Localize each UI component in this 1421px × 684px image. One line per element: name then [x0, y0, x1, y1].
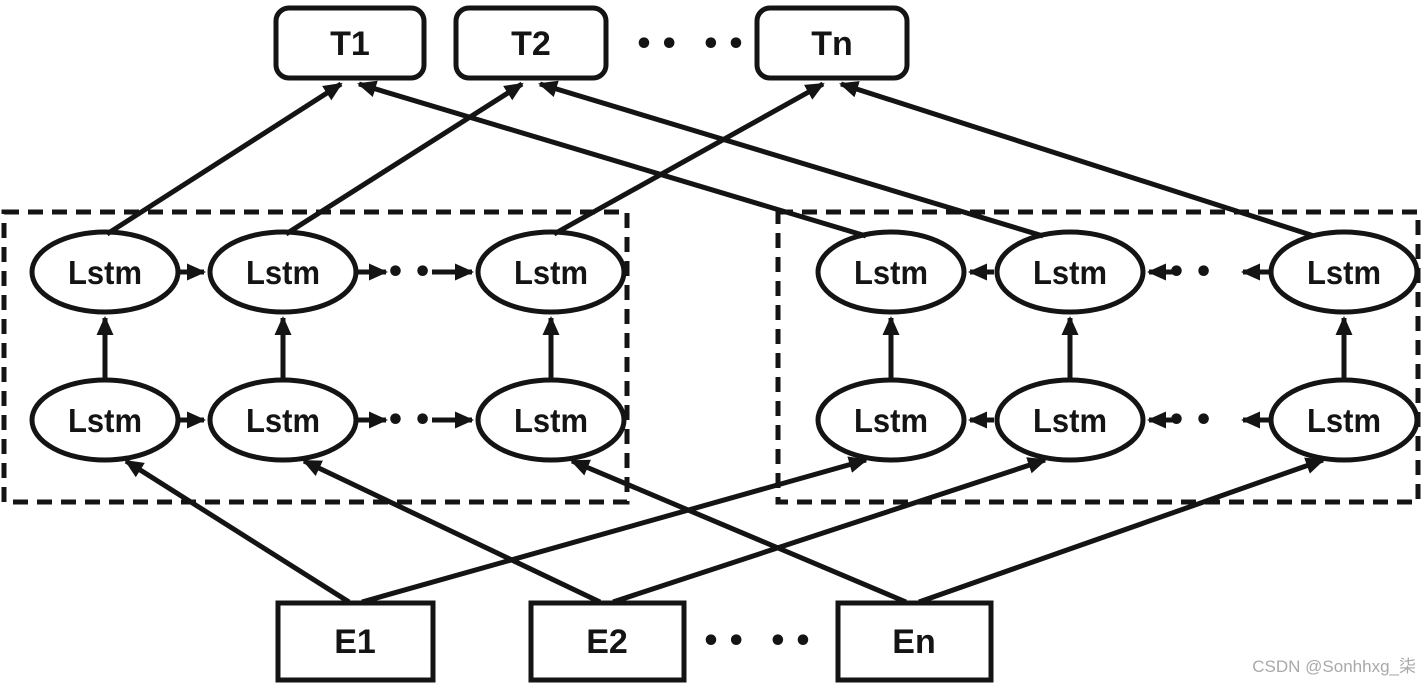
output-connections	[105, 80, 1315, 239]
arrow-e2-to-forward2	[302, 458, 602, 605]
output-node-t1-label: T1	[330, 25, 370, 63]
backward-cell-bottom-2	[994, 377, 1146, 463]
arrow-backward1-to-t1	[357, 80, 867, 239]
arrow-en-to-backwardn	[918, 457, 1325, 605]
backward-block-border	[775, 209, 1421, 505]
watermark: CSDN @Sonhhxg_柒	[1252, 657, 1416, 676]
forward-cell-bottom-1-label: Lstm	[68, 402, 142, 439]
forward-top-ellipsis-dots: ••	[386, 255, 440, 290]
output-node-t2-label: T2	[511, 25, 551, 63]
arrow-backwardn-to-tn	[839, 81, 1315, 239]
input-node-e2-label: E2	[586, 623, 628, 661]
forward-cell-bottom-n-label: Lstm	[514, 402, 588, 439]
backward-cell-top-1	[815, 229, 967, 315]
arrow-backward2-to-t2	[538, 80, 1044, 239]
input-node-en-label: En	[892, 623, 935, 661]
arrow-forward1-to-t1	[105, 81, 343, 237]
backward-bottom-ellipsis-dots: ••	[1167, 403, 1221, 438]
forward-cell-top-2-label: Lstm	[246, 254, 320, 291]
forward-bottom-ellipsis-dots: ••	[386, 403, 440, 438]
output-node-t2	[453, 5, 609, 81]
forward-cell-bottom-2	[207, 377, 359, 463]
arrow-forward2-to-t2	[284, 81, 524, 237]
forward-cell-top-2	[207, 229, 359, 315]
backward-cell-top-n-label: Lstm	[1307, 254, 1381, 291]
input-node-e1-label: E1	[334, 623, 376, 661]
output-node-tn-label: Tn	[811, 25, 853, 63]
output-node-t1	[273, 5, 427, 81]
forward-cell-top-1-label: Lstm	[68, 254, 142, 291]
forward-cell-top-1	[29, 229, 181, 315]
forward-block-border	[1, 209, 630, 505]
backward-lstm-block: Lstm Lstm •• Lstm Lstm Lstm •• Lstm	[775, 209, 1421, 505]
input-ellipsis-dots: •• ••	[701, 624, 818, 659]
output-ellipsis-dots: •• ••	[634, 27, 751, 62]
arrow-e1-to-forward1	[124, 458, 351, 605]
backward-cell-top-2	[994, 229, 1146, 315]
forward-cell-top-n	[475, 229, 627, 315]
backward-top-ellipsis-dots: ••	[1167, 255, 1221, 290]
output-layer: T1 T2 •• •• Tn	[273, 5, 910, 81]
arrow-e2-to-backward2	[612, 457, 1047, 605]
backward-cell-top-2-label: Lstm	[1033, 254, 1107, 291]
forward-cell-bottom-n	[475, 377, 627, 463]
backward-cell-bottom-2-label: Lstm	[1033, 402, 1107, 439]
input-connections	[124, 456, 1325, 605]
backward-cell-bottom-n-label: Lstm	[1307, 402, 1381, 439]
input-node-e2	[528, 600, 687, 683]
forward-cell-top-n-label: Lstm	[514, 254, 588, 291]
output-node-tn	[754, 5, 910, 81]
input-layer: E1 E2 •• •• En	[275, 600, 994, 683]
backward-cell-bottom-1	[815, 377, 967, 463]
arrow-en-to-forwardn	[570, 458, 907, 605]
forward-cell-bottom-2-label: Lstm	[246, 402, 320, 439]
forward-lstm-block: Lstm Lstm •• Lstm Lstm Lstm •• Lstm	[1, 209, 630, 505]
forward-cell-bottom-1	[29, 377, 181, 463]
arrow-forwardn-to-tn	[552, 81, 825, 237]
input-node-en	[835, 600, 994, 683]
arrow-e1-to-backward1	[361, 456, 868, 605]
backward-cell-top-1-label: Lstm	[854, 254, 928, 291]
input-node-e1	[275, 600, 436, 683]
backward-cell-bottom-1-label: Lstm	[854, 402, 928, 439]
